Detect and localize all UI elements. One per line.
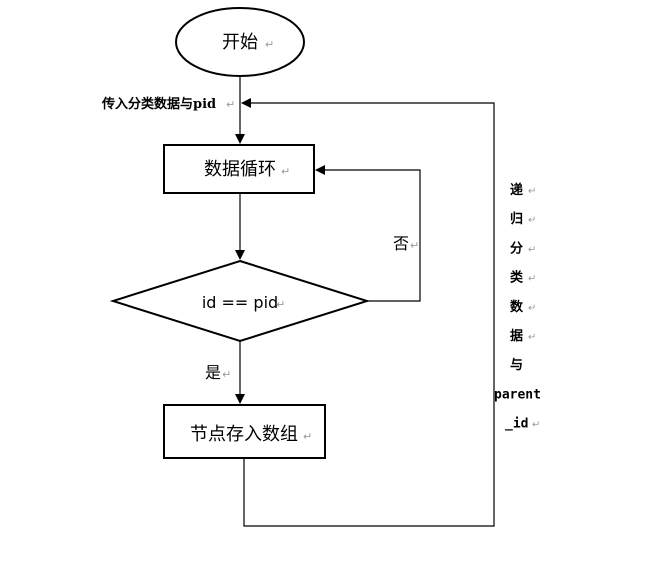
paragraph-mark: ↵ [528,303,536,314]
recursion-label: 递 ↵ 归 ↵ 分 ↵ 类 ↵ 数 ↵ 据 ↵ 与 parent _id ↵ [494,182,541,432]
paragraph-mark: ↵ [528,186,536,197]
paragraph-mark: ↵ [528,332,536,343]
arrow-recursion-to-loop-entry [241,98,495,527]
recursion-label-char: _id [505,417,528,432]
recursion-label-char: 数 [510,299,524,315]
paragraph-mark: ↵ [528,274,536,285]
paragraph-mark: ↵ [226,98,235,111]
store-node: 节点存入数组 ↵ [163,404,326,459]
paragraph-mark: ↵ [410,239,419,252]
paragraph-mark: ↵ [265,38,274,51]
loop-node: 数据循环 ↵ [163,144,315,194]
start-node-label: 开始 [222,32,258,53]
decision-node: id == pid ↵ [109,259,371,343]
paragraph-mark: ↵ [528,215,536,226]
recursion-label-char: 据 [510,328,523,344]
recursion-label-char: 归 [510,211,523,227]
paragraph-mark: ↵ [528,244,536,255]
recursion-label-char: 与 [510,358,523,373]
yes-label: 是 [205,363,221,382]
recursion-label-char: 递 [510,182,523,198]
loop-node-label: 数据循环 [204,159,276,180]
paragraph-mark: ↵ [222,368,231,381]
paragraph-mark: ↵ [532,420,540,431]
paragraph-mark: ↵ [276,298,285,311]
recursion-label-char: 类 [510,270,524,286]
recursion-label-char: parent [494,387,541,402]
arrow-no-to-loop [315,165,421,302]
input-label: 传入分类数据与pid [101,96,216,112]
decision-node-label: id == pid [202,293,278,312]
paragraph-mark: ↵ [281,165,290,178]
store-node-label: 节点存入数组 [190,424,298,445]
recursion-label-char: 分 [510,240,523,256]
paragraph-mark: ↵ [303,430,312,443]
start-node: 开始 ↵ [175,7,305,77]
no-label: 否 [393,234,409,253]
